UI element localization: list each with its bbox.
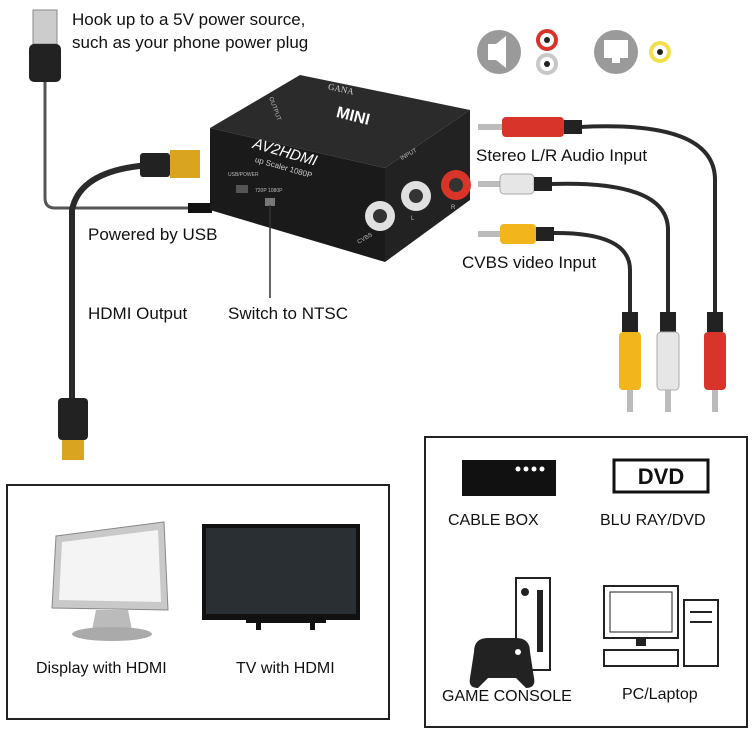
white-rca-plug-bottom xyxy=(656,312,680,412)
power-source-caption: Hook up to a 5V power source, such as yo… xyxy=(72,10,309,52)
game-console-label: GAME CONSOLE xyxy=(442,688,572,705)
usb-mini-plug xyxy=(188,203,212,213)
output-devices-art xyxy=(51,521,360,641)
cable-box-label: CABLE BOX xyxy=(448,512,539,529)
speaker-icon xyxy=(477,30,521,74)
powered-by-usb-caption: Powered by USB xyxy=(88,225,218,244)
red-rca-plug xyxy=(478,117,582,137)
yellow-rca-plug xyxy=(478,224,554,244)
hdmi-plug-top xyxy=(140,150,200,178)
monitor-icon xyxy=(594,30,638,74)
dvd-badge-text: DVD xyxy=(637,464,685,489)
cable-box-icon xyxy=(462,460,556,496)
device-switch-labels: 720P 1080P xyxy=(255,188,283,194)
hdmi-output-caption: HDMI Output xyxy=(88,304,188,323)
cvbs-input-caption: CVBS video Input xyxy=(462,253,597,272)
usb-cable xyxy=(43,80,190,210)
video-rca-icon xyxy=(649,41,671,63)
converter-device xyxy=(210,75,471,262)
tv-icon xyxy=(202,524,360,630)
tv-label: TV with HDMI xyxy=(236,660,335,677)
display-label: Display with HDMI xyxy=(36,660,167,677)
red-rca-plug-bottom xyxy=(704,312,726,412)
stereo-input-caption: Stereo L/R Audio Input xyxy=(476,146,648,165)
audio-rca-pair-icon xyxy=(536,29,558,75)
source-devices-art xyxy=(462,458,719,688)
usb-plug-icon xyxy=(29,9,61,82)
switch-ntsc-caption: Switch to NTSC xyxy=(228,304,348,323)
white-rca-plug xyxy=(478,173,552,195)
pc-laptop-icon xyxy=(603,585,719,667)
yellow-rca-cable xyxy=(551,230,632,315)
game-console-icon xyxy=(469,577,551,688)
dvd-badge-frame xyxy=(612,458,710,494)
output-devices-panel: Display with HDMI TV with HDMI xyxy=(6,484,390,720)
yellow-rca-plug-bottom xyxy=(619,312,641,412)
display-monitor-icon xyxy=(51,521,169,641)
red-rca-cable xyxy=(579,124,717,315)
hdmi-cable xyxy=(69,162,151,400)
source-devices-panel: CABLE BOX DVD BLU RAY/DVD GAME CONSOLE P… xyxy=(424,436,748,728)
white-rca-cable xyxy=(549,181,670,315)
pc-laptop-label: PC/Laptop xyxy=(622,686,698,703)
device-port-usb: USB/POWER xyxy=(228,172,259,178)
device-jack-r: R xyxy=(451,205,456,211)
bluray-label: BLU RAY/DVD xyxy=(600,512,706,529)
hdmi-plug-icon xyxy=(58,398,88,460)
device-jack-l: L xyxy=(411,216,415,222)
